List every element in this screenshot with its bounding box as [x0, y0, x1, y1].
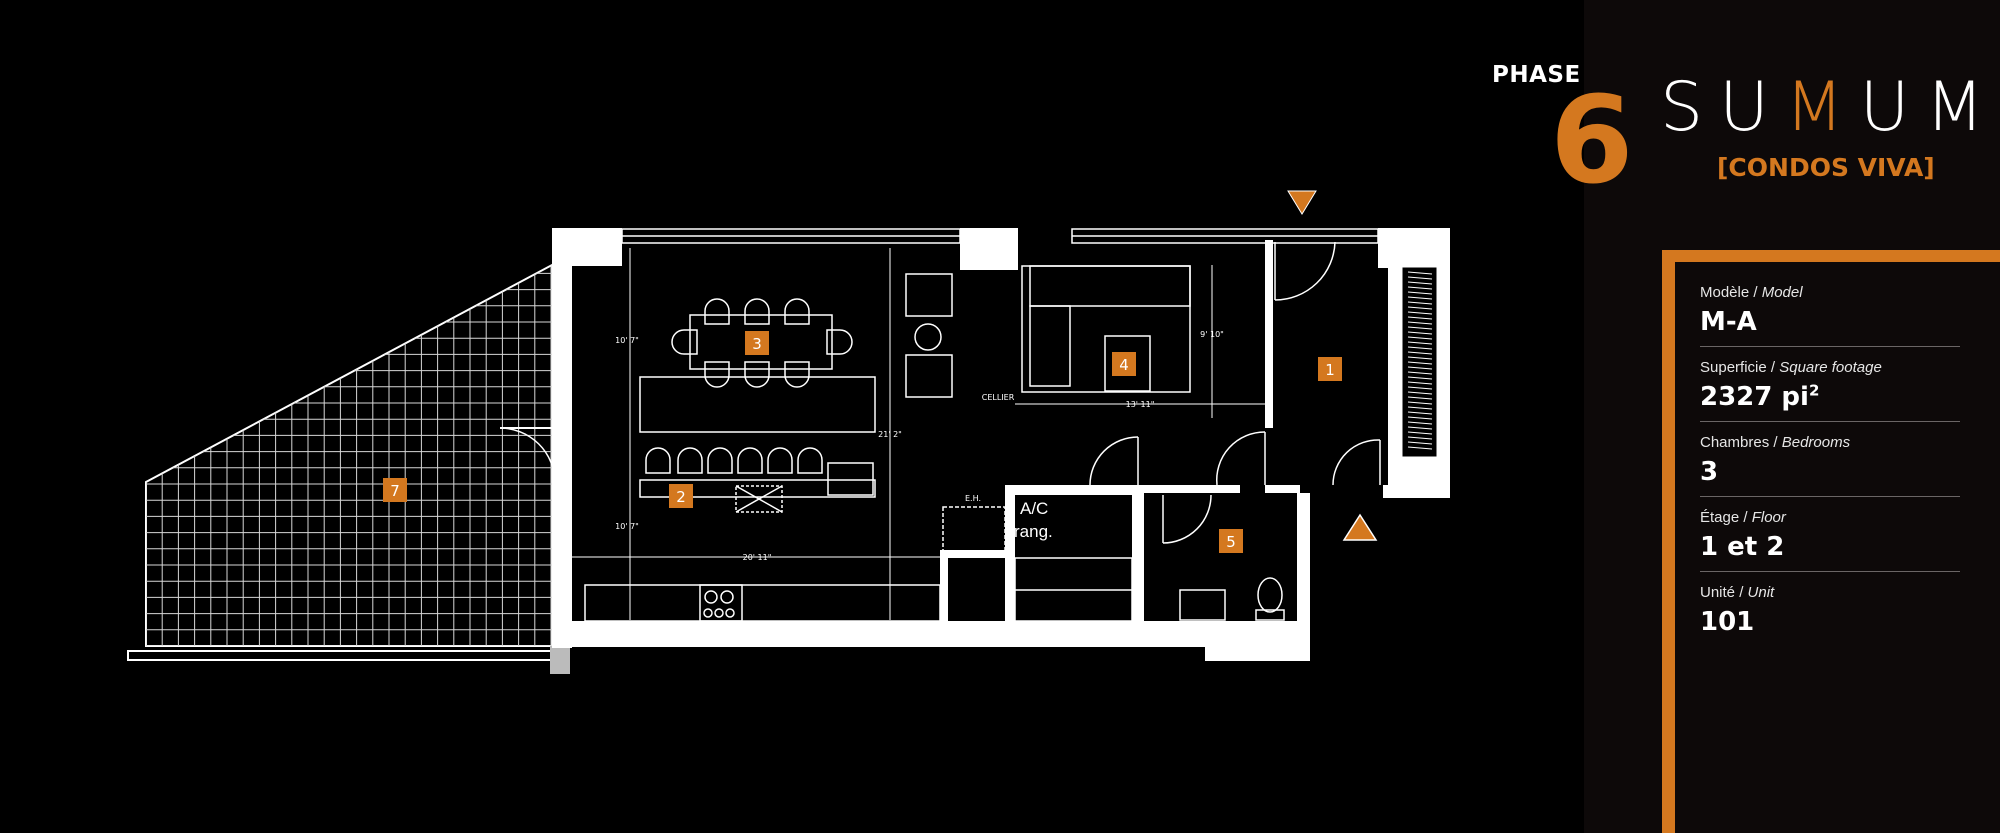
spec-square-footage: Superficie / Square footage 2327 pi2	[1700, 355, 1960, 422]
hanger	[1407, 386, 1433, 390]
chair	[671, 329, 698, 355]
spec-floor: Étage / Floor 1 et 2	[1700, 505, 1960, 572]
hanger	[1407, 366, 1433, 370]
rang-label: rang.	[1014, 522, 1053, 541]
svg-text:5: 5	[1226, 533, 1236, 551]
hanger	[1407, 336, 1433, 340]
dimension-label: 10' 7"	[615, 336, 639, 345]
hanger	[1407, 281, 1433, 285]
chair	[737, 447, 763, 474]
hanger	[1407, 426, 1433, 430]
spec-model: Modèle / Model M-A	[1700, 280, 1960, 347]
terrace	[127, 263, 570, 674]
chair	[645, 447, 671, 474]
chair	[744, 361, 770, 388]
hanger	[1407, 331, 1433, 335]
hanger	[1407, 291, 1433, 295]
chair	[826, 329, 853, 355]
doors	[1089, 241, 1381, 544]
phase-label: PHASE	[1492, 62, 1581, 88]
room-label-7: 7	[383, 478, 407, 502]
spec-value: 3	[1700, 457, 1719, 487]
ac-label: A/C	[1020, 499, 1048, 518]
hanger	[1407, 421, 1433, 425]
phase-number: 6	[1550, 72, 1634, 211]
svg-text:3: 3	[752, 335, 762, 353]
chair	[677, 447, 703, 474]
hanger	[1407, 416, 1433, 420]
chair	[797, 447, 823, 474]
hanger	[1407, 441, 1433, 445]
room-label-2: 2	[669, 484, 693, 508]
hanger	[1407, 351, 1433, 355]
chair	[704, 361, 730, 388]
hanger	[1407, 356, 1433, 360]
dimension-label: 20' 11"	[743, 553, 772, 562]
hanger	[1407, 271, 1433, 275]
hanger	[1407, 316, 1433, 320]
hanger	[1407, 411, 1433, 415]
hanger	[1407, 381, 1433, 385]
svg-text:1: 1	[1325, 361, 1335, 379]
room-label-4: 4	[1112, 352, 1136, 376]
hanger	[1407, 406, 1433, 410]
hanger	[1407, 306, 1433, 310]
dimension-label: 9' 10"	[1200, 330, 1224, 339]
hanger	[1407, 311, 1433, 315]
hanger	[1407, 391, 1433, 395]
hanger	[1407, 301, 1433, 305]
brand-subtitle: [CONDOS VIVA]	[1717, 153, 1935, 182]
hanger	[1407, 401, 1433, 405]
dimension-label: 13' 11"	[1126, 400, 1155, 409]
walls	[552, 228, 1450, 661]
hanger	[1407, 326, 1433, 330]
spec-list: Modèle / Model M-A Superficie / Square f…	[1700, 280, 1960, 655]
hanger	[1407, 431, 1433, 435]
chair	[784, 298, 810, 325]
windows	[554, 228, 1379, 616]
hanger	[1407, 436, 1433, 440]
hanger	[1407, 276, 1433, 280]
spec-value: 101	[1700, 607, 1755, 637]
hanger	[1407, 296, 1433, 300]
hanger	[1407, 346, 1433, 350]
dimension-lines	[572, 248, 1265, 620]
hanger	[1407, 446, 1433, 450]
room-label-1: 1	[1318, 357, 1342, 381]
chair	[707, 447, 733, 474]
arrow-up-icon	[1342, 513, 1378, 541]
chair	[767, 447, 793, 474]
spec-value: 2327 pi2	[1700, 381, 1820, 412]
dimension-label: 10' 7"	[615, 522, 639, 531]
chair	[704, 298, 730, 325]
hanger	[1407, 371, 1433, 375]
furniture	[584, 265, 1285, 622]
arrow-down-icon	[1287, 190, 1317, 215]
eh-label: E.H.	[965, 494, 981, 503]
room-label-5: 5	[1219, 529, 1243, 553]
hanger	[1407, 286, 1433, 290]
spec-unit: Unité / Unit 101	[1700, 580, 1960, 647]
brand-logo: SUMUM	[1660, 68, 2000, 147]
svg-text:7: 7	[390, 482, 400, 500]
spec-value: M-A	[1700, 307, 1757, 337]
hanger	[1407, 361, 1433, 365]
hanger	[1407, 396, 1433, 400]
chair	[744, 298, 770, 325]
hanger	[1407, 321, 1433, 325]
spec-bedrooms: Chambres / Bedrooms 3	[1700, 430, 1960, 497]
chair	[784, 361, 810, 388]
svg-text:4: 4	[1119, 356, 1129, 374]
hanger	[1407, 341, 1433, 345]
room-label-3: 3	[745, 331, 769, 355]
accent-frame-top	[1662, 250, 2000, 262]
dimension-label: 21' 2"	[878, 430, 902, 439]
spec-value: 1 et 2	[1700, 532, 1785, 562]
svg-text:2: 2	[676, 488, 686, 506]
accent-frame-left	[1662, 250, 1675, 833]
info-panel	[1584, 0, 2000, 833]
cellier-label: CELLIER	[982, 393, 1015, 402]
hanger	[1407, 376, 1433, 380]
